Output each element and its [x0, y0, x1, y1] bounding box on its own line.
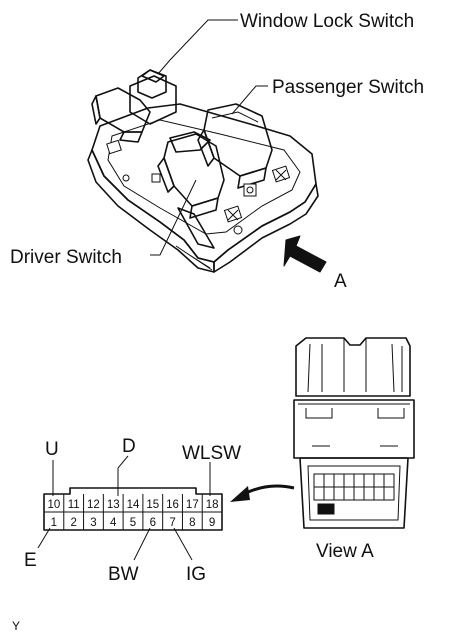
passenger-switch-label: Passenger Switch	[272, 77, 424, 98]
pin-number-2: 2	[70, 517, 76, 529]
terminal-cavity-grid	[313, 473, 395, 515]
terminal-ig-label: IG	[186, 564, 206, 585]
pin-number-15: 15	[146, 499, 159, 511]
pin-number-13: 13	[107, 499, 120, 511]
pin-number-8: 8	[189, 517, 195, 529]
pin-number-9: 9	[209, 517, 215, 529]
power-window-switch-assembly	[87, 69, 319, 273]
pin-number-7: 7	[169, 517, 175, 529]
terminal-u-label: U	[45, 439, 59, 460]
pin-number-10: 10	[47, 499, 60, 511]
pin-number-4: 4	[110, 517, 117, 529]
view-arrow-label: A	[334, 271, 347, 292]
pin-number-12: 12	[87, 499, 100, 511]
figure-code: Y	[12, 619, 20, 633]
pin-number-5: 5	[130, 517, 136, 529]
pin-number-16: 16	[166, 499, 179, 511]
pin-number-11: 11	[68, 499, 80, 511]
pin-number-6: 6	[150, 517, 156, 529]
leader-lines-top	[150, 19, 268, 256]
terminal-bw-label: BW	[108, 564, 139, 585]
pin-number-18: 18	[206, 499, 219, 511]
connector-to-pinout-arrow	[230, 484, 295, 502]
terminal-wlsw-label: WLSW	[182, 443, 241, 464]
driver-switch-label: Driver Switch	[10, 247, 122, 268]
terminal-e-label: E	[24, 550, 37, 571]
view-a-label: View A	[316, 541, 374, 562]
window-lock-switch-label: Window Lock Switch	[240, 11, 414, 32]
connector-face-view	[293, 337, 415, 529]
terminal-d-label: D	[122, 436, 136, 457]
pin-number-3: 3	[90, 517, 96, 529]
view-direction-arrow	[283, 235, 327, 273]
pin-number-1: 1	[51, 517, 57, 529]
pin-number-14: 14	[127, 499, 140, 511]
pin-number-17: 17	[186, 499, 199, 511]
terminal-leader-lines	[37, 455, 211, 561]
